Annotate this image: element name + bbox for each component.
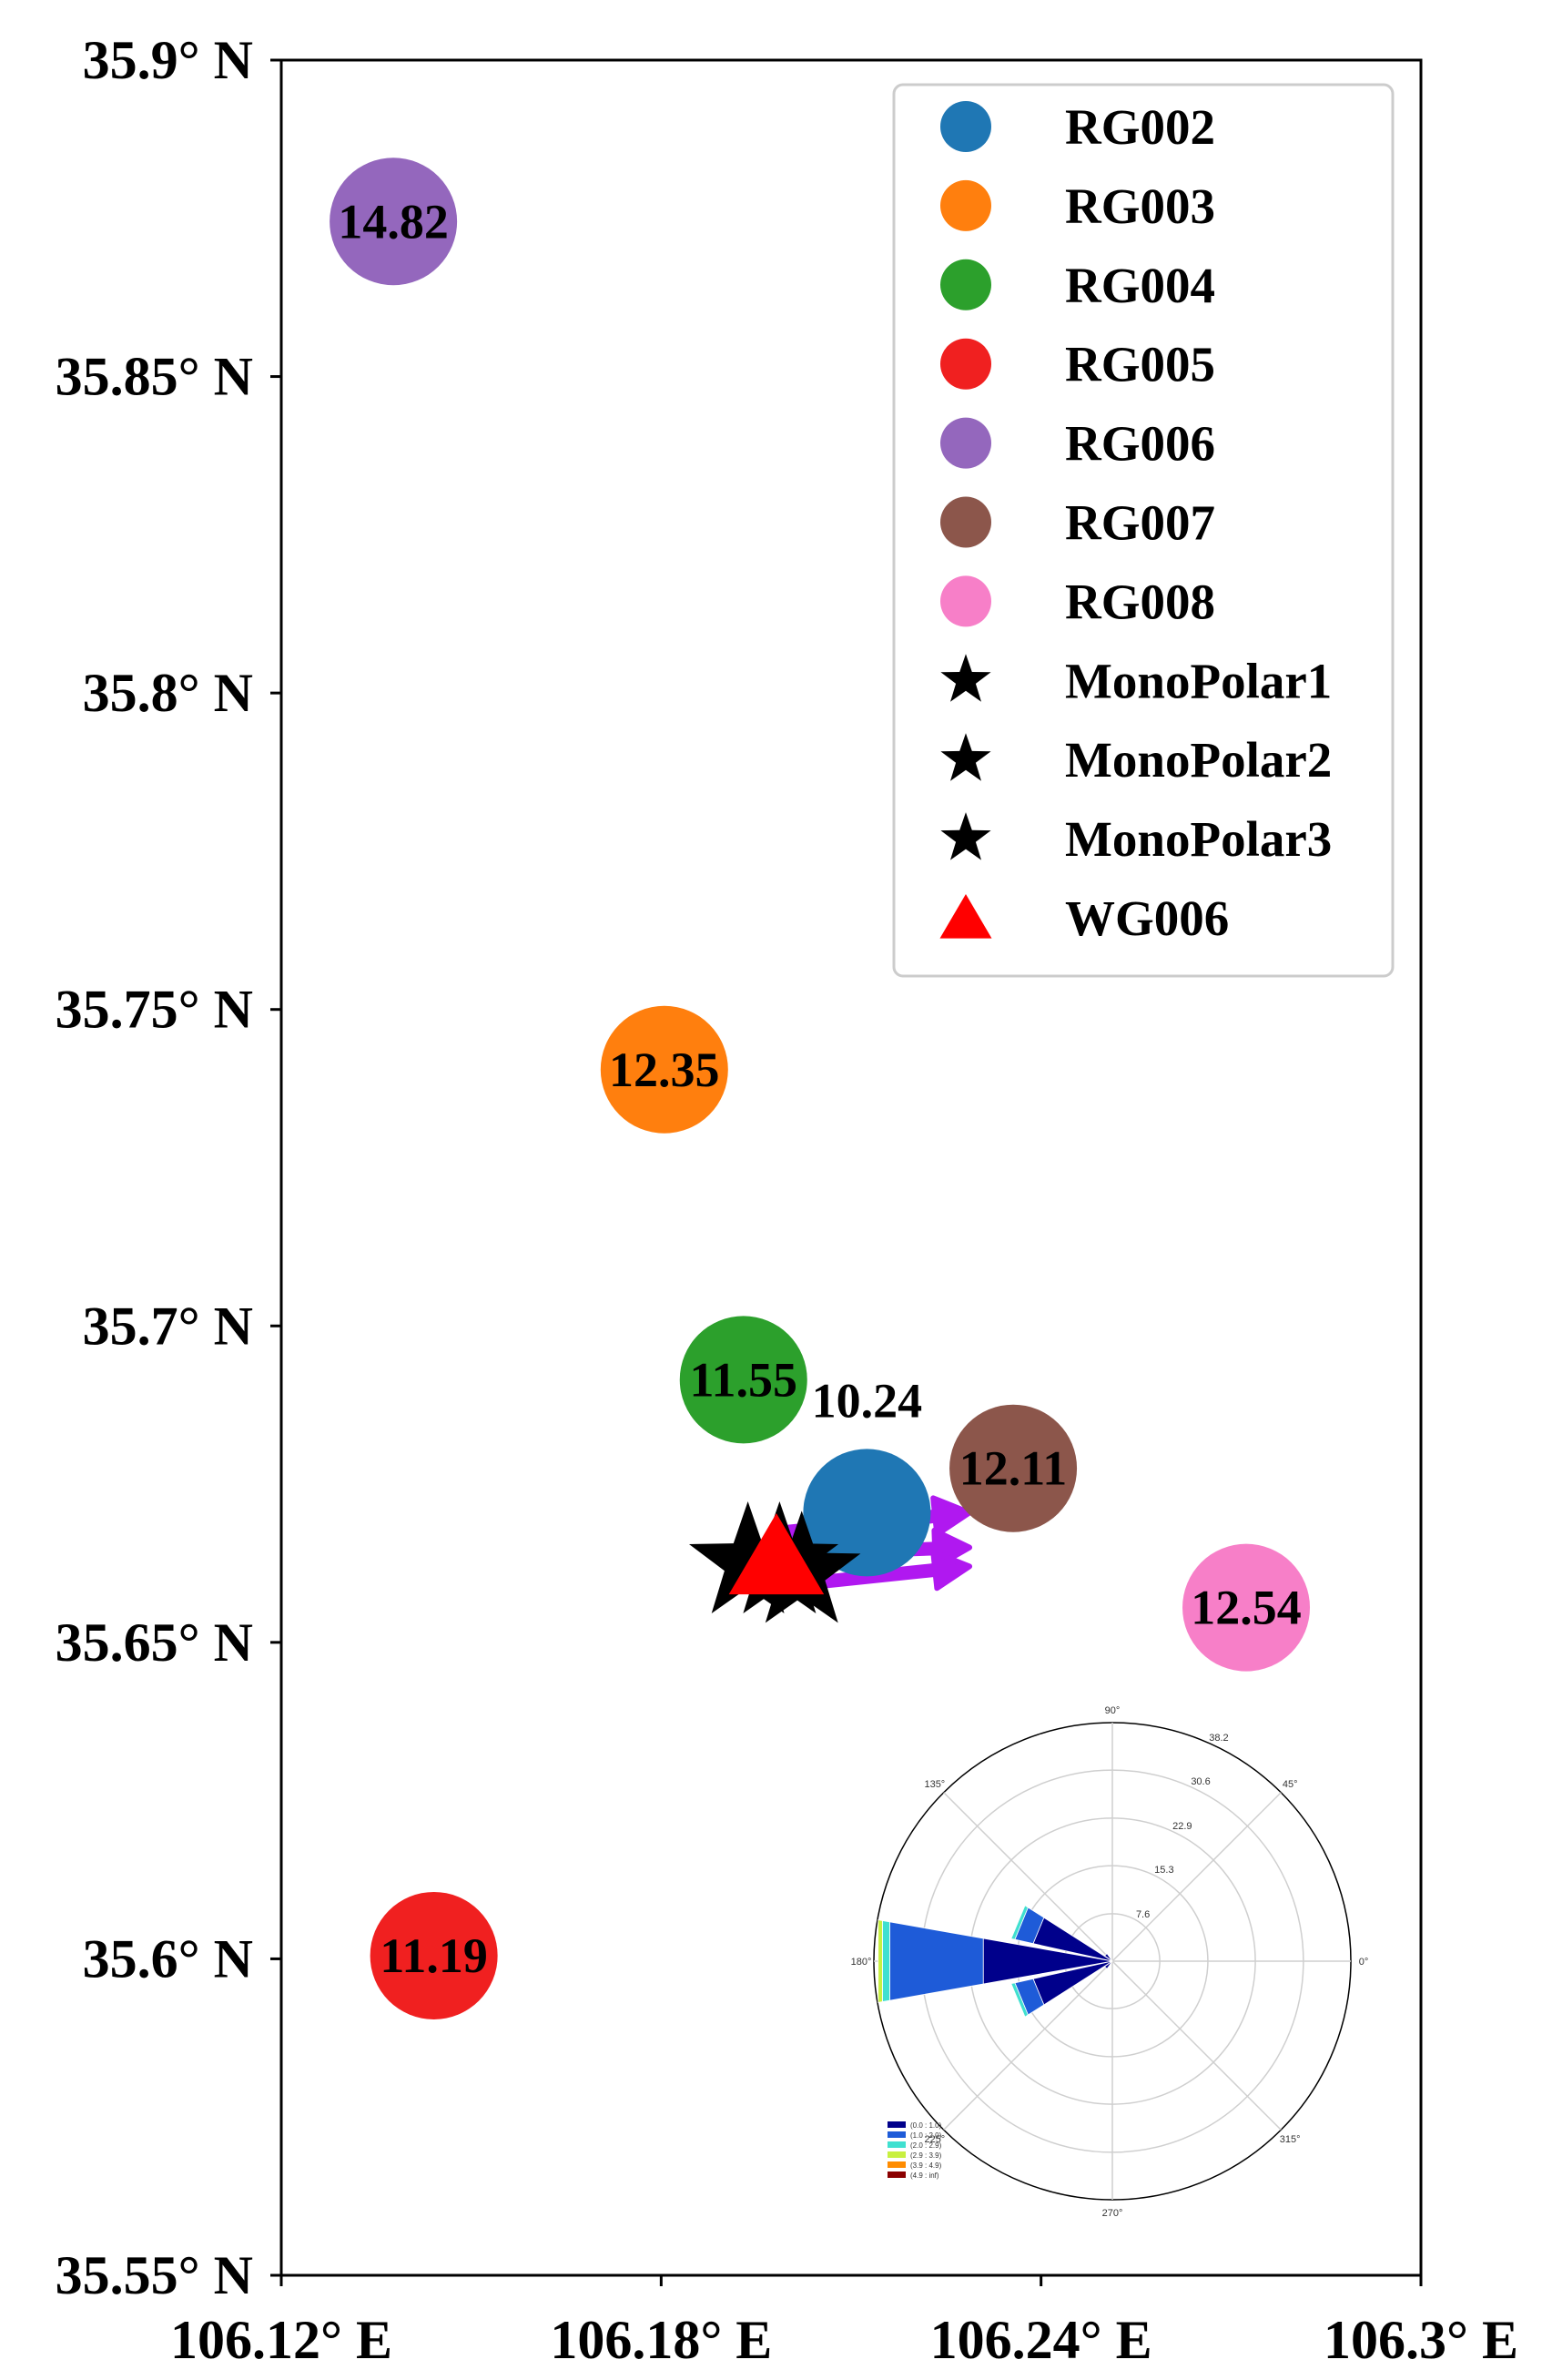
legend-label-rg007: RG007 xyxy=(1065,495,1215,551)
y-tick-label: 35.8° N xyxy=(83,663,253,723)
value-label-rg008: 12.54 xyxy=(1191,1581,1302,1635)
inset-angle-label: 270° xyxy=(1102,2208,1123,2219)
marker-rg008 xyxy=(1182,1543,1311,1672)
y-tick-label: 35.85° N xyxy=(56,347,253,407)
wind-rose-inset: 7.6 15.3 22.9 30.6 38.2 0° 45° 90° 135° 180° 225° 2… xyxy=(851,1705,1369,2219)
inset-angle-label: 315° xyxy=(1280,2134,1301,2145)
inset-spoke xyxy=(943,1792,1113,1962)
legend-label-monopolar3: MonoPolar3 xyxy=(1065,811,1332,867)
legend-marker-monopolar3 xyxy=(940,812,991,860)
inset-angle-label: 90° xyxy=(1105,1705,1121,1716)
inset-legend-swatch xyxy=(888,2121,906,2128)
inset-legend-label: (0.0 : 1.0) xyxy=(910,2121,942,2130)
inset-legend-swatch xyxy=(888,2161,906,2168)
inset-angle-label: 180° xyxy=(851,1957,872,1968)
y-tick-label: 35.9° N xyxy=(83,30,253,90)
legend-marker-wg006 xyxy=(939,894,992,939)
x-tick-label: 106.3° E xyxy=(1324,2310,1518,2370)
inset-petal xyxy=(882,1920,890,2002)
legend-label-wg006: WG006 xyxy=(1065,890,1229,946)
inset-legend-label: (3.9 : 4.9) xyxy=(910,2161,942,2170)
value-label-rg002: 10.24 xyxy=(812,1373,923,1428)
legend-label-rg006: RG006 xyxy=(1065,416,1215,472)
legend-label-rg004: RG004 xyxy=(1065,258,1215,313)
legend-marker-rg006 xyxy=(940,417,991,469)
marker-wg006 xyxy=(728,1512,825,1595)
inset-petal xyxy=(1103,1960,1113,1970)
value-label-rg006: 14.82 xyxy=(338,194,449,249)
value-label-rg003: 12.35 xyxy=(609,1043,720,1097)
inset-legend-swatch xyxy=(888,2131,906,2138)
y-tick-label: 35.65° N xyxy=(56,1612,253,1673)
legend-marker-rg003 xyxy=(940,179,991,231)
legend-marker-rg008 xyxy=(940,575,991,627)
legend-label-monopolar1: MonoPolar1 xyxy=(1065,653,1332,708)
inset-legend-label: (2.0 : 2.9) xyxy=(910,2141,942,2150)
legend-label-monopolar2: MonoPolar2 xyxy=(1065,732,1332,788)
marker-rg005 xyxy=(370,1891,498,2019)
legend-label-rg002: RG002 xyxy=(1065,99,1215,155)
inset-radial-label: 15.3 xyxy=(1154,1865,1173,1876)
legend-marker-rg007 xyxy=(940,496,991,548)
y-tick-label: 35.75° N xyxy=(56,980,253,1040)
inset-legend-swatch xyxy=(888,2151,906,2158)
inset-angle-label: 225° xyxy=(924,2134,945,2145)
legend-label-rg005: RG005 xyxy=(1065,337,1215,392)
marker-rg004 xyxy=(679,1316,807,1444)
wind-arrow-head xyxy=(930,1549,973,1592)
plot-frame xyxy=(279,58,1423,2277)
inset-legend-label: (1.0 : 2.0) xyxy=(910,2131,942,2140)
inset-spoke xyxy=(1111,1960,1282,2131)
legend-label-rg008: RG008 xyxy=(1065,574,1215,629)
inset-petal xyxy=(1010,1905,1029,1940)
legend-marker-rg004 xyxy=(940,259,991,310)
legend-box xyxy=(892,83,1395,978)
legend-marker-monopolar1 xyxy=(940,654,991,702)
inset-legend-label: (2.9 : 3.9) xyxy=(910,2151,942,2160)
y-tick-label: 35.7° N xyxy=(83,1296,253,1356)
inset-legend-label: (4.9 : inf) xyxy=(910,2171,939,2180)
inset-angle-label: 0° xyxy=(1359,1957,1369,1968)
inset-radial-label: 22.9 xyxy=(1172,1821,1192,1832)
inset-angle-label: 45° xyxy=(1283,1779,1298,1790)
value-label-rg004: 11.55 xyxy=(689,1352,797,1407)
value-label-rg007: 12.11 xyxy=(959,1441,1068,1496)
y-tick-label: 35.55° N xyxy=(56,2245,253,2305)
wind-arrow-head xyxy=(930,1495,973,1538)
marker-rg006 xyxy=(330,158,458,286)
inset-petal xyxy=(1010,1982,1029,2018)
legend-marker-rg005 xyxy=(940,338,991,390)
inset-spoke xyxy=(943,1960,1113,2131)
marker-rg003 xyxy=(600,1005,728,1134)
x-tick-label: 106.12° E xyxy=(170,2310,392,2370)
inset-petal xyxy=(878,1919,883,2003)
x-tick-label: 106.24° E xyxy=(930,2310,1152,2370)
inset-radial-label: 7.6 xyxy=(1136,1909,1150,1920)
inset-radial-label: 38.2 xyxy=(1209,1733,1228,1744)
marker-rg007 xyxy=(949,1404,1078,1532)
inset-legend-swatch xyxy=(888,2141,906,2148)
legend-marker-rg002 xyxy=(940,101,991,152)
inset-spoke xyxy=(1111,1792,1282,1962)
legend-label-rg003: RG003 xyxy=(1065,178,1215,234)
inset-angle-label: 135° xyxy=(924,1779,945,1790)
legend: RG002RG003RG004RG005RG006RG007RG008MonoP… xyxy=(892,83,1395,978)
inset-legend-swatch xyxy=(888,2171,906,2178)
y-tick-label: 35.6° N xyxy=(83,1928,253,1988)
inset-radial-label: 30.6 xyxy=(1191,1776,1210,1787)
legend-marker-monopolar2 xyxy=(940,733,991,781)
inset-petal xyxy=(1103,1952,1113,1962)
value-label-rg005: 11.19 xyxy=(380,1928,488,1983)
x-tick-label: 106.18° E xyxy=(550,2310,772,2370)
